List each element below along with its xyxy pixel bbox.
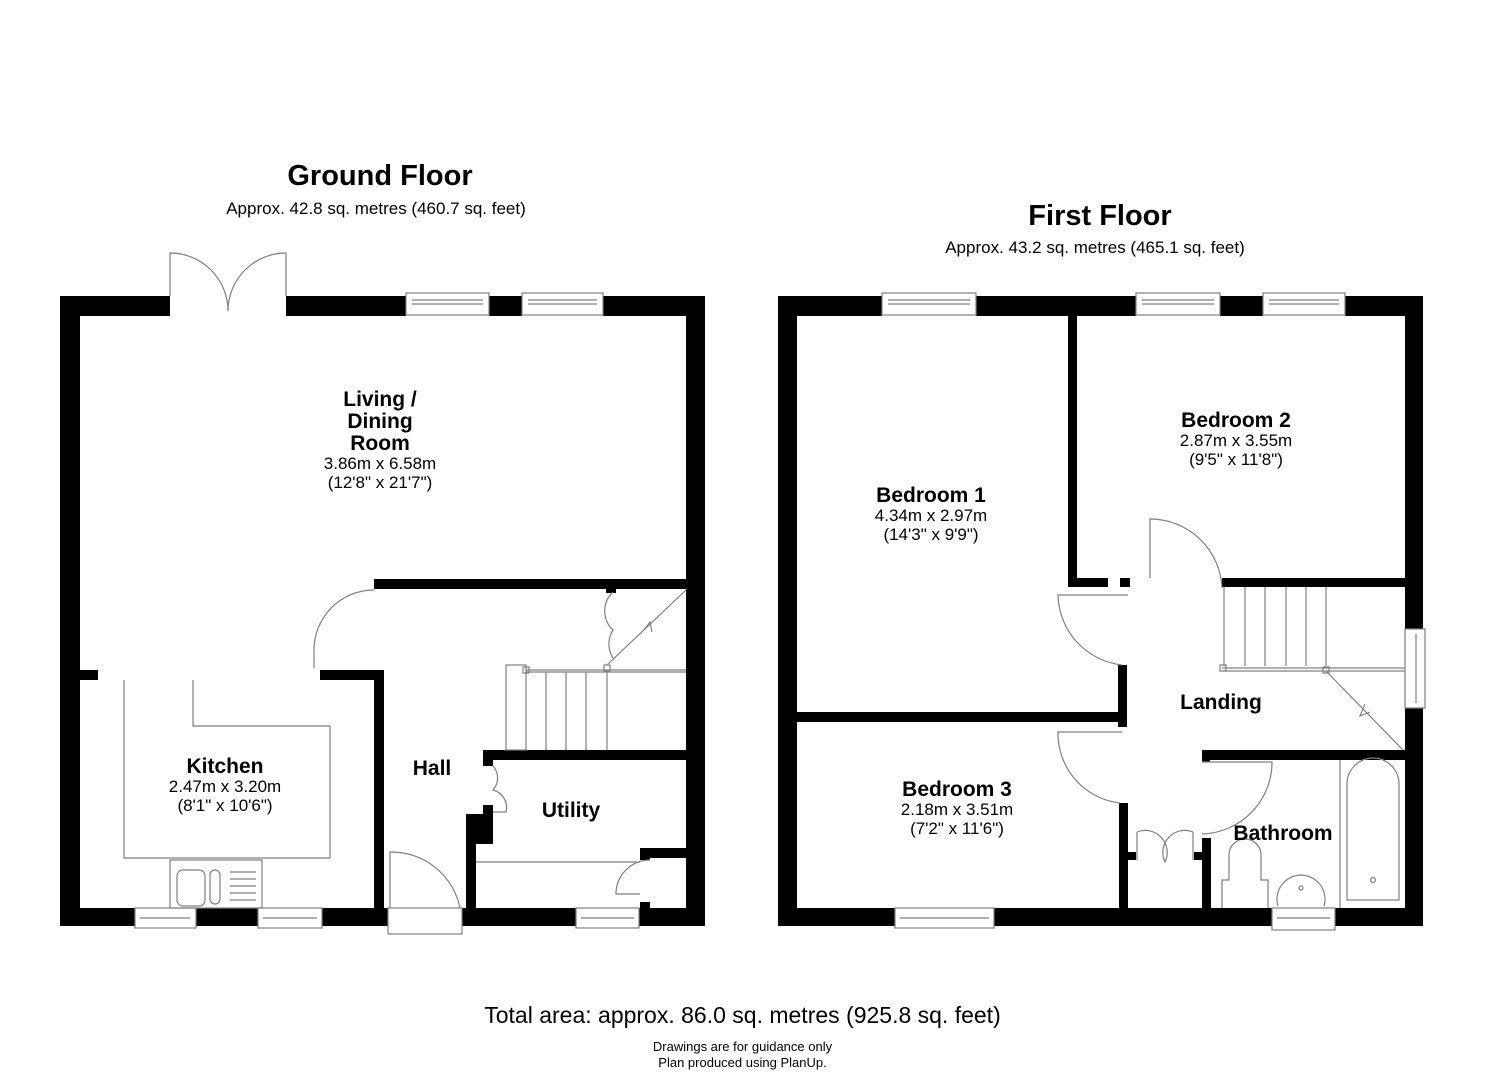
room-dimensions-imperial: (9'5" x 11'8") xyxy=(1189,449,1283,469)
first-floor-area: Approx. 43.2 sq. metres (465.1 sq. feet) xyxy=(945,238,1245,257)
room-name: Bedroom 1 xyxy=(876,484,986,507)
room-label-kitchen: Kitchen 2.47m x 3.20m (8'1" x 10'6") xyxy=(168,755,282,815)
room-dimensions-metric: 2.47m x 3.20m xyxy=(168,777,282,797)
room-label-landing: Landing xyxy=(1180,691,1262,714)
room-label-bedroom-3: Bedroom 3 2.18m x 3.51m (7'2" x 11'6") xyxy=(900,778,1014,838)
room-name: Room xyxy=(350,432,410,456)
room-name: Bedroom 3 xyxy=(902,778,1012,801)
ground-floor-walls xyxy=(60,296,705,926)
room-name: Landing xyxy=(1180,691,1262,714)
first-floor-walls xyxy=(778,296,1423,926)
room-name: Utility xyxy=(541,799,601,822)
ground-floor-area: Approx. 42.8 sq. metres (460.7 sq. feet) xyxy=(226,199,526,218)
room-dimensions-imperial: (8'1" x 10'6") xyxy=(177,795,273,815)
ground-floor-title: Ground Floor xyxy=(287,160,473,192)
room-dimensions-metric: 4.34m x 2.97m xyxy=(874,506,988,526)
room-name: Hall xyxy=(412,757,452,780)
room-dimensions-metric: 2.18m x 3.51m xyxy=(900,800,1014,820)
room-dimensions-imperial: (14'3" x 9'9") xyxy=(883,524,979,544)
room-name: Dining xyxy=(347,410,413,434)
first-floor-fixtures xyxy=(881,292,1426,931)
first-floor-title: First Floor xyxy=(1028,200,1172,232)
room-label-living-dining: Living / Dining Room 3.86m x 6.58m (12'8… xyxy=(323,388,437,493)
room-name: Bedroom 2 xyxy=(1181,409,1291,432)
room-dimensions-imperial: (7'2" x 11'6") xyxy=(910,818,1004,838)
room-label-utility: Utility xyxy=(541,799,601,822)
room-name: Kitchen xyxy=(186,755,264,778)
room-dimensions-metric: 3.86m x 6.58m xyxy=(323,454,437,474)
credit-note: Plan produced using PlanUp. xyxy=(658,1055,827,1070)
room-dimensions-metric: 2.87m x 3.55m xyxy=(1179,431,1293,451)
room-label-hall: Hall xyxy=(412,757,452,780)
room-name: Living / xyxy=(343,388,417,411)
room-dimensions-imperial: (12'8" x 21'7") xyxy=(327,472,433,492)
ground-floor-fixtures xyxy=(123,252,687,935)
disclaimer-note: Drawings are for guidance only xyxy=(652,1039,833,1054)
room-name: Bathroom xyxy=(1233,822,1333,845)
room-label-bedroom-2: Bedroom 2 2.87m x 3.55m (9'5" x 11'8") xyxy=(1179,409,1293,469)
room-label-bedroom-1: Bedroom 1 4.34m x 2.97m (14'3" x 9'9") xyxy=(874,484,988,544)
total-area: Total area: approx. 86.0 sq. metres (925… xyxy=(484,1002,1001,1028)
room-label-bathroom: Bathroom xyxy=(1233,822,1333,845)
